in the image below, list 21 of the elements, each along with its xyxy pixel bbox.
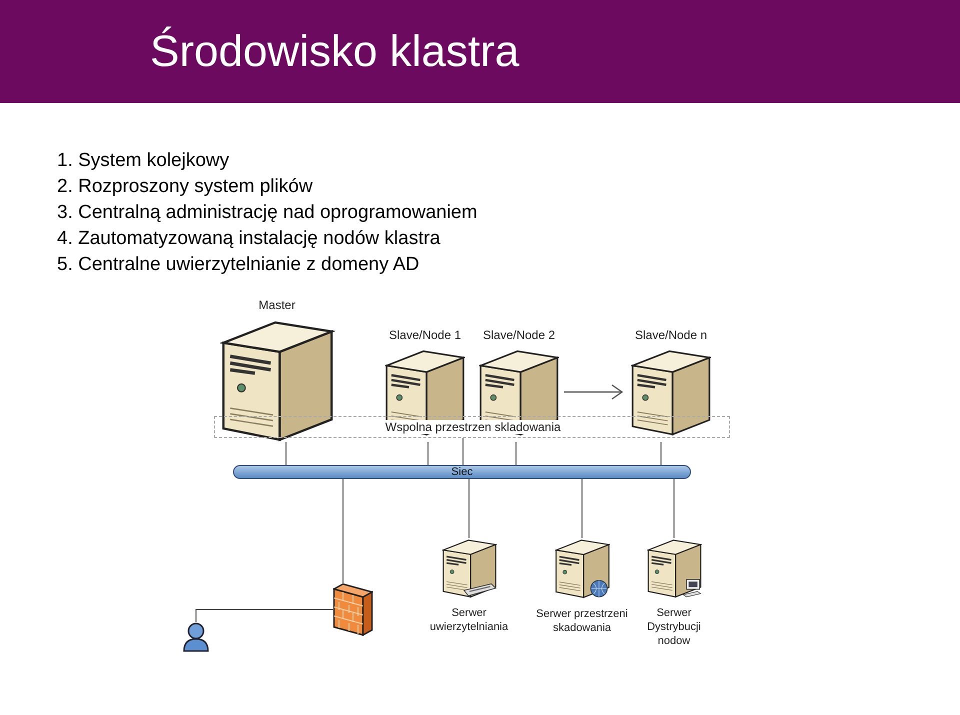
node-label: Serwer Dystrybucji nodow [646, 606, 702, 648]
list-item: 1. System kolejkowy [57, 149, 230, 173]
list-item: 3. Centralną administrację nad oprogramowaniem [57, 201, 478, 225]
connector-line [468, 478, 470, 538]
network-bus [233, 465, 691, 479]
connector-line [196, 609, 334, 622]
connector-line [660, 442, 662, 466]
node-label: Slave/Node n [634, 328, 708, 342]
connector-line [342, 478, 344, 584]
node-label: Serwer przestrzeni skadowania [536, 606, 628, 634]
arrow [564, 384, 623, 400]
list-item: 4. Zautomatyzowaną instalację nodów klastra [57, 227, 442, 251]
connector-line [462, 438, 464, 466]
list-item: 2. Rozproszony system plików [57, 175, 314, 199]
node-label: Slave/Node 1 [388, 328, 462, 342]
storage-band [214, 416, 730, 438]
node-label: Serwer uwierzytelniania [428, 606, 510, 634]
node-label: Master [258, 298, 296, 312]
list-item: 5. Centralne uwierzytelnianie z domeny AD [57, 253, 420, 277]
node-label: Slave/Node 2 [482, 328, 556, 342]
node-label: Siec [451, 466, 473, 478]
